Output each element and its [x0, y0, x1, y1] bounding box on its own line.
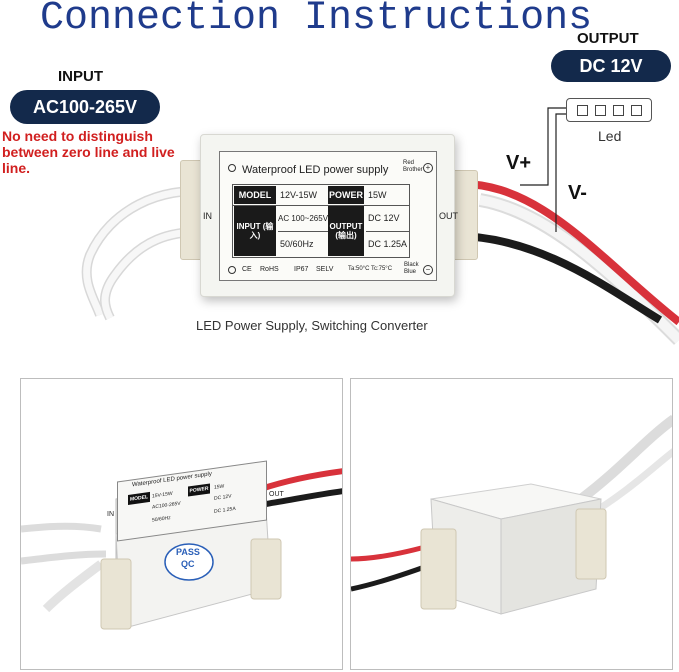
back-view-drawing [351, 414, 672, 615]
diagram-caption: LED Power Supply, Switching Converter [196, 318, 428, 333]
front-model-header: MODEL [128, 491, 150, 505]
grid-border [366, 231, 410, 232]
output-label: OUTPUT [577, 30, 639, 47]
led-strip-icon [566, 98, 652, 122]
white-sheath [42, 560, 104, 613]
output-voltage-badge: DC 12V [551, 50, 671, 82]
grid-border [278, 231, 328, 232]
white-wire [589, 448, 672, 517]
output-value-1: DC 12V [368, 213, 400, 223]
input-header: INPUT (输入) [234, 206, 276, 256]
power-header: POWER [328, 186, 364, 204]
white-sheath [577, 414, 672, 503]
model-header: MODEL [234, 186, 276, 204]
plus-icon: + [423, 163, 433, 173]
led-cell [594, 104, 606, 116]
photo-front-view: Waterproof LED power supply MODEL 15V-15… [20, 378, 343, 670]
minus-icon: − [423, 265, 433, 275]
input-wire-1-core [83, 187, 211, 317]
black-label: Black Blue [404, 262, 419, 275]
red-wire [260, 468, 342, 492]
front-output-value-1: DC 12V [214, 493, 232, 502]
model-value: 12V-15W [280, 190, 318, 200]
power-value: 15W [368, 190, 387, 200]
white-wire [21, 550, 107, 565]
clip [100, 558, 132, 630]
page-title: Connection Instructions [40, 0, 593, 41]
clip [250, 538, 282, 600]
led-cell [576, 104, 588, 116]
rohs-mark: RoHS [260, 266, 279, 273]
clip [420, 528, 457, 610]
input-value-2: 50/60Hz [280, 239, 314, 249]
ip67-mark: IP67 [294, 266, 309, 273]
ce-mark: CE [242, 266, 252, 273]
module-in-label: IN [203, 211, 212, 221]
front-model-value: 15V-15W [152, 490, 173, 500]
positive-label: V+ [506, 152, 532, 174]
circle-icon [228, 266, 236, 274]
front-power-header: POWER [188, 483, 210, 497]
front-out-label: OUT [269, 491, 284, 498]
circle-icon [228, 164, 236, 172]
temperature-rating: Ta:50°C Tc:75°C [348, 266, 393, 272]
white-wire [21, 522, 102, 533]
grid-border [232, 184, 233, 258]
selv-mark: SELV [316, 266, 334, 273]
clip [575, 508, 607, 580]
black-wire [454, 232, 663, 324]
grid-border [409, 184, 410, 258]
front-input-freq: 50/60Hz [152, 515, 171, 524]
led-cell [612, 104, 624, 116]
input-voltage-badge: AC100-265V [10, 90, 160, 124]
black-wire [265, 488, 342, 507]
input-value-1: AC 100~265V [278, 213, 329, 223]
red-label: Red Brother [403, 160, 423, 173]
output-header: OUTPUT (输出) [328, 206, 364, 256]
grid-border [232, 184, 410, 185]
front-input-value: AC100-265V [152, 500, 181, 511]
pass-qc-sticker [164, 543, 214, 581]
negative-lead [555, 113, 566, 232]
negative-label: V- [568, 182, 587, 204]
power-supply-module: IN OUT Waterproof LED power supply Red B… [200, 134, 458, 297]
front-view-wires [21, 468, 342, 630]
led-label: Led [598, 128, 622, 144]
red-wire [454, 179, 679, 326]
positive-lead [520, 107, 566, 186]
front-in-label: IN [107, 511, 114, 518]
front-power-value: 15W [214, 483, 225, 491]
pass-qc-text-2: QC [181, 559, 195, 569]
input-note: No need to distinguish between zero line… [2, 128, 175, 176]
grid-border [232, 205, 410, 206]
input-label: INPUT [58, 68, 103, 85]
module-label-panel: Waterproof LED power supply Red Brother … [219, 151, 437, 281]
module-title: Waterproof LED power supply [242, 164, 389, 176]
pass-qc-text-1: PASS [176, 547, 200, 557]
front-output-value-2: DC 1.25A [214, 505, 236, 515]
module-out-label: OUT [439, 211, 458, 221]
photo-back-view [350, 378, 673, 670]
led-cell [630, 104, 642, 116]
grid-border [232, 257, 410, 258]
output-value-2: DC 1.25A [368, 239, 408, 249]
